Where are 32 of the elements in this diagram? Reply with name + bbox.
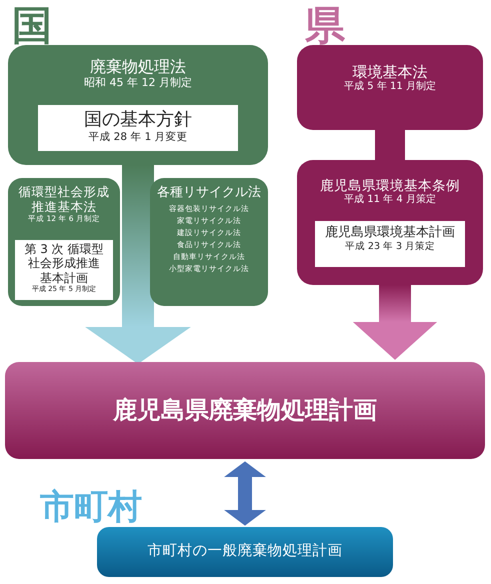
policy-box xyxy=(38,105,238,151)
heading-text: 国の基本方針 xyxy=(84,109,192,131)
plan-box xyxy=(5,362,485,459)
date-text: 平成 28 年 1 月変更 xyxy=(88,130,188,144)
heading-label: 市町村 xyxy=(40,490,142,524)
date-text: 平成 11 年 4 月策定 xyxy=(344,194,436,206)
law-box xyxy=(8,178,120,306)
plan-box xyxy=(97,527,393,577)
heading-text: 環境基本法 xyxy=(352,63,428,81)
heading-text: 第 3 次 循環型社会形成推進基本計画 xyxy=(24,242,104,285)
heading-text: 各種リサイクル法 xyxy=(157,185,261,201)
law-box xyxy=(150,178,268,306)
arrow xyxy=(352,285,438,360)
heading-text: 鹿児島県環境基本条例 xyxy=(320,178,460,194)
heading-label: 県 xyxy=(305,6,345,46)
ordinance-box xyxy=(297,160,483,285)
plan-box xyxy=(315,221,465,267)
heading-text: 鹿児島県環境基本計画 xyxy=(325,225,455,241)
connector xyxy=(375,130,405,160)
heading-text: 鹿児島県廃棄物処理計画 xyxy=(113,396,377,425)
law-box xyxy=(8,45,268,165)
heading-text: 市町村の一般廃棄物処理計画 xyxy=(148,543,342,561)
law-box xyxy=(297,45,483,130)
date-text: 平成 23 年 3 月策定 xyxy=(344,240,436,252)
arrow xyxy=(224,461,266,526)
date-text: 平成 5 年 11 月制定 xyxy=(344,81,436,93)
heading-text: 廃棄物処理法 xyxy=(90,57,186,76)
plan-box xyxy=(15,240,113,300)
heading-text: 循環型社会形成推進基本法 xyxy=(18,184,110,214)
heading-label: 国 xyxy=(12,6,52,46)
arrow xyxy=(85,165,191,364)
date-text: 昭和 45 年 12 月制定 xyxy=(84,76,192,90)
